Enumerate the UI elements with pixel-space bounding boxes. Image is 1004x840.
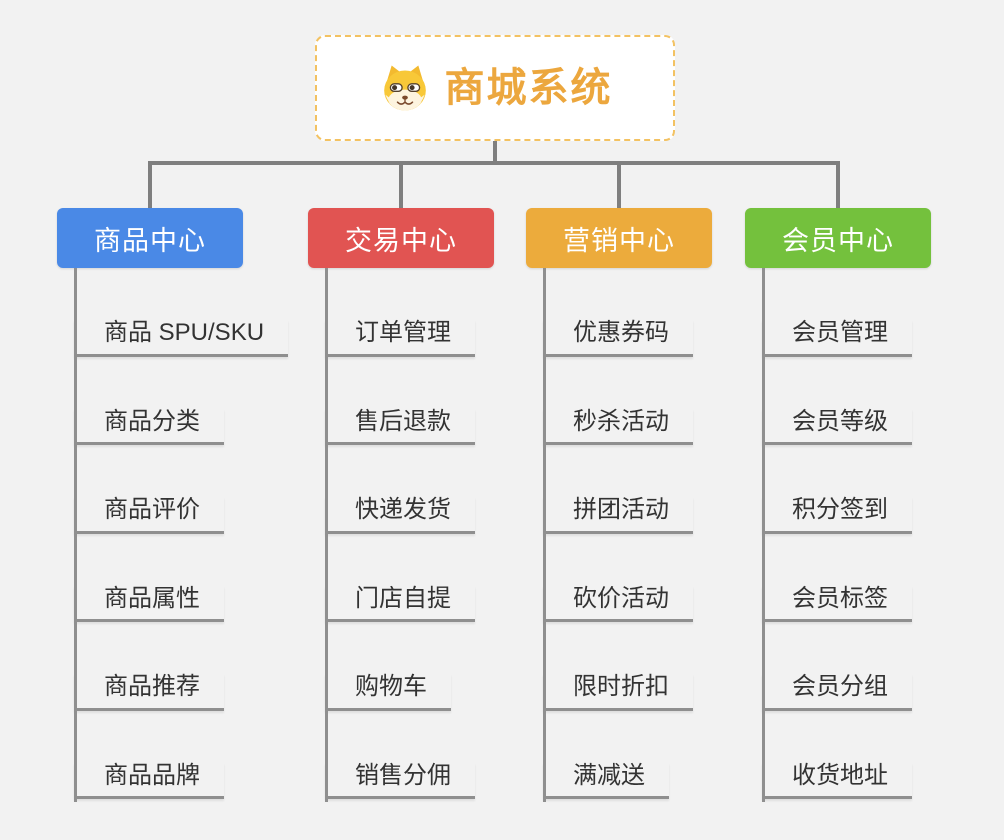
branch-node-marketing-center[interactable]: 营销中心: [526, 208, 712, 268]
branch-column-product: 商品中心 商品 SPU/SKU 商品分类 商品评价 商品属性 商品推荐 商品品牌: [57, 208, 302, 802]
connector-drop-marketing: [617, 163, 621, 208]
leaf-node-sales-commission[interactable]: 销售分佣: [325, 711, 553, 799]
branch-node-trade-center[interactable]: 交易中心: [308, 208, 494, 268]
branch-node-member-center[interactable]: 会员中心: [745, 208, 931, 268]
connector-trade-children: [325, 268, 328, 802]
leaf-node-product-brand[interactable]: 商品品牌: [74, 711, 302, 799]
leaf-node-shipping-address[interactable]: 收货地址: [762, 711, 990, 799]
connector-marketing-children: [543, 268, 546, 802]
leaf-node-order-management[interactable]: 订单管理: [325, 268, 553, 357]
root-title: 商城系统: [444, 66, 613, 110]
leaf-node-shopping-cart[interactable]: 购物车: [325, 622, 553, 711]
leaf-node-limited-time-discount[interactable]: 限时折扣: [543, 622, 771, 711]
root-node[interactable]: 商城系统: [315, 35, 675, 141]
connector-root-stem: [493, 141, 497, 165]
leaf-node-product-recommend[interactable]: 商品推荐: [74, 622, 302, 711]
leaf-node-group-buy[interactable]: 拼团活动: [543, 445, 771, 534]
branch-column-trade: 交易中心 订单管理 售后退款 快递发货 门店自提 购物车 销售分佣: [308, 208, 553, 802]
connector-horizontal-rail: [148, 161, 840, 165]
leaf-node-member-management[interactable]: 会员管理: [762, 268, 990, 357]
leaf-node-product-review[interactable]: 商品评价: [74, 445, 302, 534]
branch-node-product-center[interactable]: 商品中心: [57, 208, 243, 268]
leaf-node-member-tag[interactable]: 会员标签: [762, 534, 990, 622]
leaf-node-express-delivery[interactable]: 快递发货: [325, 445, 553, 534]
leaf-node-product-attribute[interactable]: 商品属性: [74, 534, 302, 622]
leaf-node-aftersale-refund[interactable]: 售后退款: [325, 357, 553, 445]
leaf-node-flash-sale[interactable]: 秒杀活动: [543, 357, 771, 445]
leaf-node-store-pickup[interactable]: 门店自提: [325, 534, 553, 622]
connector-drop-product: [148, 163, 152, 208]
leaf-node-coupon-code[interactable]: 优惠券码: [543, 268, 771, 357]
connector-drop-trade: [399, 163, 403, 208]
connector-product-children: [74, 268, 77, 802]
connector-member-children: [762, 268, 765, 802]
branch-column-marketing: 营销中心 优惠券码 秒杀活动 拼团活动 砍价活动 限时折扣 满减送: [526, 208, 771, 802]
leaf-node-member-level[interactable]: 会员等级: [762, 357, 990, 445]
leaf-node-member-group[interactable]: 会员分组: [762, 622, 990, 711]
connector-drop-member: [836, 163, 840, 208]
leaf-node-bargain-activity[interactable]: 砍价活动: [543, 534, 771, 622]
leaf-node-product-spu-sku[interactable]: 商品 SPU/SKU: [74, 268, 302, 357]
dog-face-icon: [378, 63, 432, 113]
branch-column-member: 会员中心 会员管理 会员等级 积分签到 会员标签 会员分组 收货地址: [745, 208, 990, 802]
leaf-node-full-reduction[interactable]: 满减送: [543, 711, 771, 799]
leaf-node-product-category[interactable]: 商品分类: [74, 357, 302, 445]
leaf-node-points-checkin[interactable]: 积分签到: [762, 445, 990, 534]
